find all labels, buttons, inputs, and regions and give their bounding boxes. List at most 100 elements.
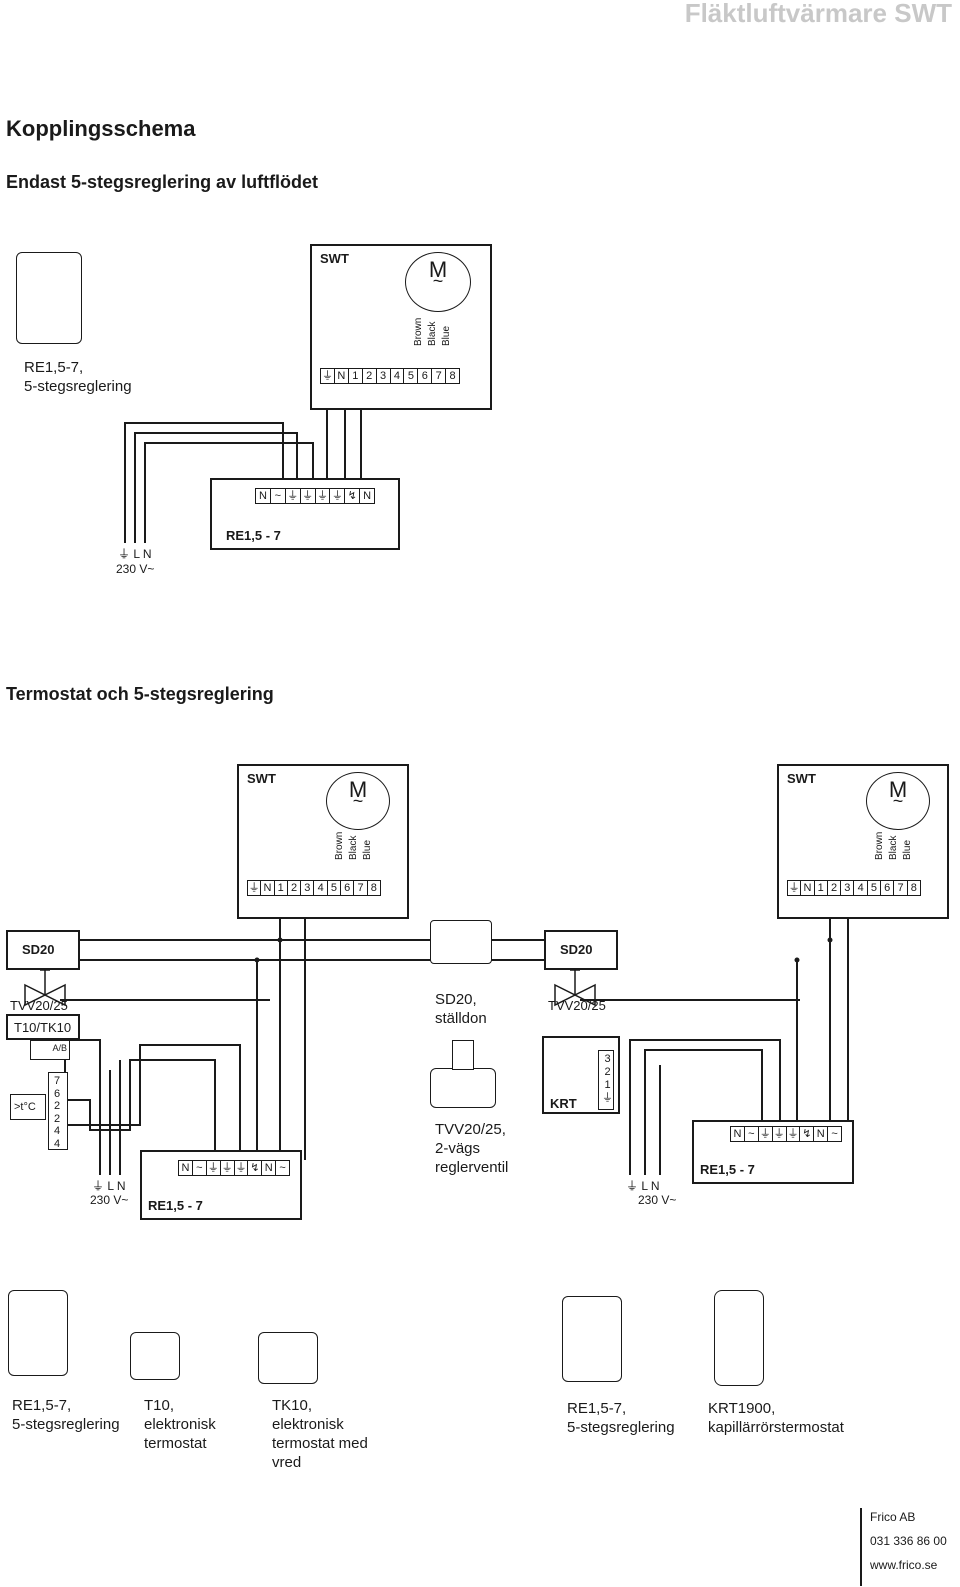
terminal: 5	[868, 881, 882, 895]
terminal: 1	[275, 881, 288, 895]
terminal: N	[814, 1127, 829, 1141]
terminal: 6	[881, 881, 895, 895]
terminal: N	[363, 490, 372, 502]
tk10-product-image	[258, 1332, 318, 1384]
product-caption-krt1900: KRT1900, kapillärrörstermostat	[708, 1400, 844, 1436]
re-terminal-strip-1: N ~ ⏚ ⏚ ⏚ ⏚ ↯ N	[255, 488, 375, 504]
re-label: RE1,5 - 7	[226, 528, 281, 543]
wire-brown-1: Brown	[413, 317, 424, 346]
motor-symbol-2: M ~	[326, 772, 390, 830]
t10-product-image	[130, 1332, 180, 1380]
terminal: 6	[341, 881, 355, 895]
swt-label: SWT	[320, 251, 349, 266]
krt-terminal-strip: 3 2 1 ⏚	[598, 1050, 614, 1110]
re-terminal-strip-2: N ~ ⏚ ⏚ ⏚ ↯ N ~	[178, 1160, 290, 1176]
supply-terminals-3: ⏚ L N	[626, 1179, 660, 1193]
terminal: 7	[894, 881, 908, 895]
re-product-image	[8, 1290, 68, 1376]
re-controller-box-3: RE1,5 - 7	[692, 1120, 854, 1184]
re-terminal-strip-3: N ~ ⏚ ⏚ ⏚ ↯ N ~	[730, 1126, 842, 1142]
terminal: ⏚	[207, 1161, 221, 1175]
t10-terminal-strip: 7 6 2 2 4 4	[48, 1072, 68, 1150]
motor-m: M	[888, 777, 908, 802]
t10-box: T10/TK10	[6, 1014, 80, 1040]
wire-blue-2: Blue	[362, 839, 373, 860]
terminal: 2	[828, 881, 842, 895]
terminal: 2	[54, 1100, 61, 1112]
terminal: N	[179, 1161, 193, 1175]
terminal: ↯	[345, 489, 361, 503]
terminal: ⏚	[301, 489, 316, 503]
t10-label: T10/TK10	[14, 1020, 72, 1035]
motor-tilde: ~	[352, 791, 364, 811]
re-label: RE1,5 - 7	[700, 1162, 755, 1177]
terminal: ⏚	[235, 1161, 249, 1175]
re-controller-box-2: RE1,5 - 7	[140, 1150, 302, 1220]
re-device-caption: RE1,5-7, 5-stegsreglering	[24, 359, 132, 395]
re-product-image-2	[562, 1296, 622, 1382]
terminal: ~	[279, 1162, 286, 1174]
terminal: N	[256, 489, 271, 503]
wire-black-3: Black	[888, 835, 899, 860]
terminal: ⏚	[602, 1092, 613, 1104]
motor-symbol-3: M ~	[866, 772, 930, 830]
wire-black-1: Black	[427, 321, 438, 346]
swt-terminal-strip-1: ⏚ N 1 2 3 4 5 6 7 8	[320, 368, 460, 384]
terminal: 5	[328, 881, 342, 895]
supply-voltage-1: 230 V~	[116, 562, 155, 576]
terminal: 4	[391, 369, 405, 383]
supply-terminals-2: ⏚ L N	[92, 1179, 126, 1193]
sd20-label: SD20	[22, 942, 55, 957]
terminal: ⏚	[759, 1127, 773, 1141]
motor-tilde: ~	[892, 791, 904, 811]
section1-title: Endast 5-stegsreglering av luftflödet	[6, 172, 319, 192]
terminal: 4	[54, 1137, 61, 1150]
wire-brown-3: Brown	[874, 831, 885, 860]
terminal: N	[801, 881, 815, 895]
terminal: 2	[363, 369, 377, 383]
terminal: 3	[301, 881, 315, 895]
wire-brown-2: Brown	[334, 831, 345, 860]
motor-tilde: ~	[432, 271, 444, 291]
footer-web[interactable]: www.frico.se	[870, 1558, 938, 1572]
page-title: Kopplingsschema	[6, 116, 196, 141]
terminal: N	[262, 1161, 277, 1175]
product-caption-t10: T10, elektronisk termostat	[144, 1397, 216, 1452]
supply-voltage-3: 230 V~	[638, 1193, 677, 1207]
swt-unit-box-1: SWT	[310, 244, 492, 410]
terminal: 8	[449, 370, 456, 382]
terminal: 6	[54, 1087, 61, 1100]
terminal: N	[731, 1127, 745, 1141]
footer-company: Frico AB	[870, 1510, 916, 1524]
t10-temp: >t°C	[14, 1101, 36, 1113]
swt-label: SWT	[247, 771, 276, 786]
tvv-label-left: TVV20/25	[10, 998, 68, 1013]
terminal: ↯	[800, 1127, 815, 1141]
krt-label: KRT	[550, 1096, 577, 1111]
sd20-label: SD20	[560, 942, 593, 957]
wire-black-2: Black	[348, 835, 359, 860]
terminal: 2	[288, 881, 302, 895]
swt-terminal-strip-2: ⏚ N 1 2 3 4 5 6 7 8	[247, 880, 381, 896]
terminal: 4	[54, 1125, 61, 1137]
terminal: 4	[854, 881, 868, 895]
sd20-actuator-image	[430, 920, 492, 964]
terminal: 2	[54, 1112, 61, 1125]
terminal: ⏚	[321, 369, 335, 383]
krt1900-product-image	[714, 1290, 764, 1386]
product-caption-re-2: RE1,5-7, 5-stegsreglering	[567, 1400, 675, 1436]
tvv-valve-top	[452, 1040, 474, 1070]
sd20-box-left: SD20	[6, 930, 80, 970]
sd20-caption: SD20, ställdon	[435, 991, 487, 1027]
terminal: N	[335, 369, 349, 383]
terminal: 8	[910, 882, 917, 894]
terminal: ↯	[248, 1161, 263, 1175]
section2-title: Termostat och 5-stegsreglering	[6, 684, 274, 704]
terminal: 1	[815, 881, 828, 895]
swt-terminal-strip-3: ⏚ N 1 2 3 4 5 6 7 8	[787, 880, 921, 896]
tvv-caption: TVV20/25, 2-vägs reglerventil	[435, 1121, 509, 1176]
terminal: 7	[354, 881, 368, 895]
terminal: 3	[377, 369, 391, 383]
terminal: ~	[193, 1161, 207, 1175]
